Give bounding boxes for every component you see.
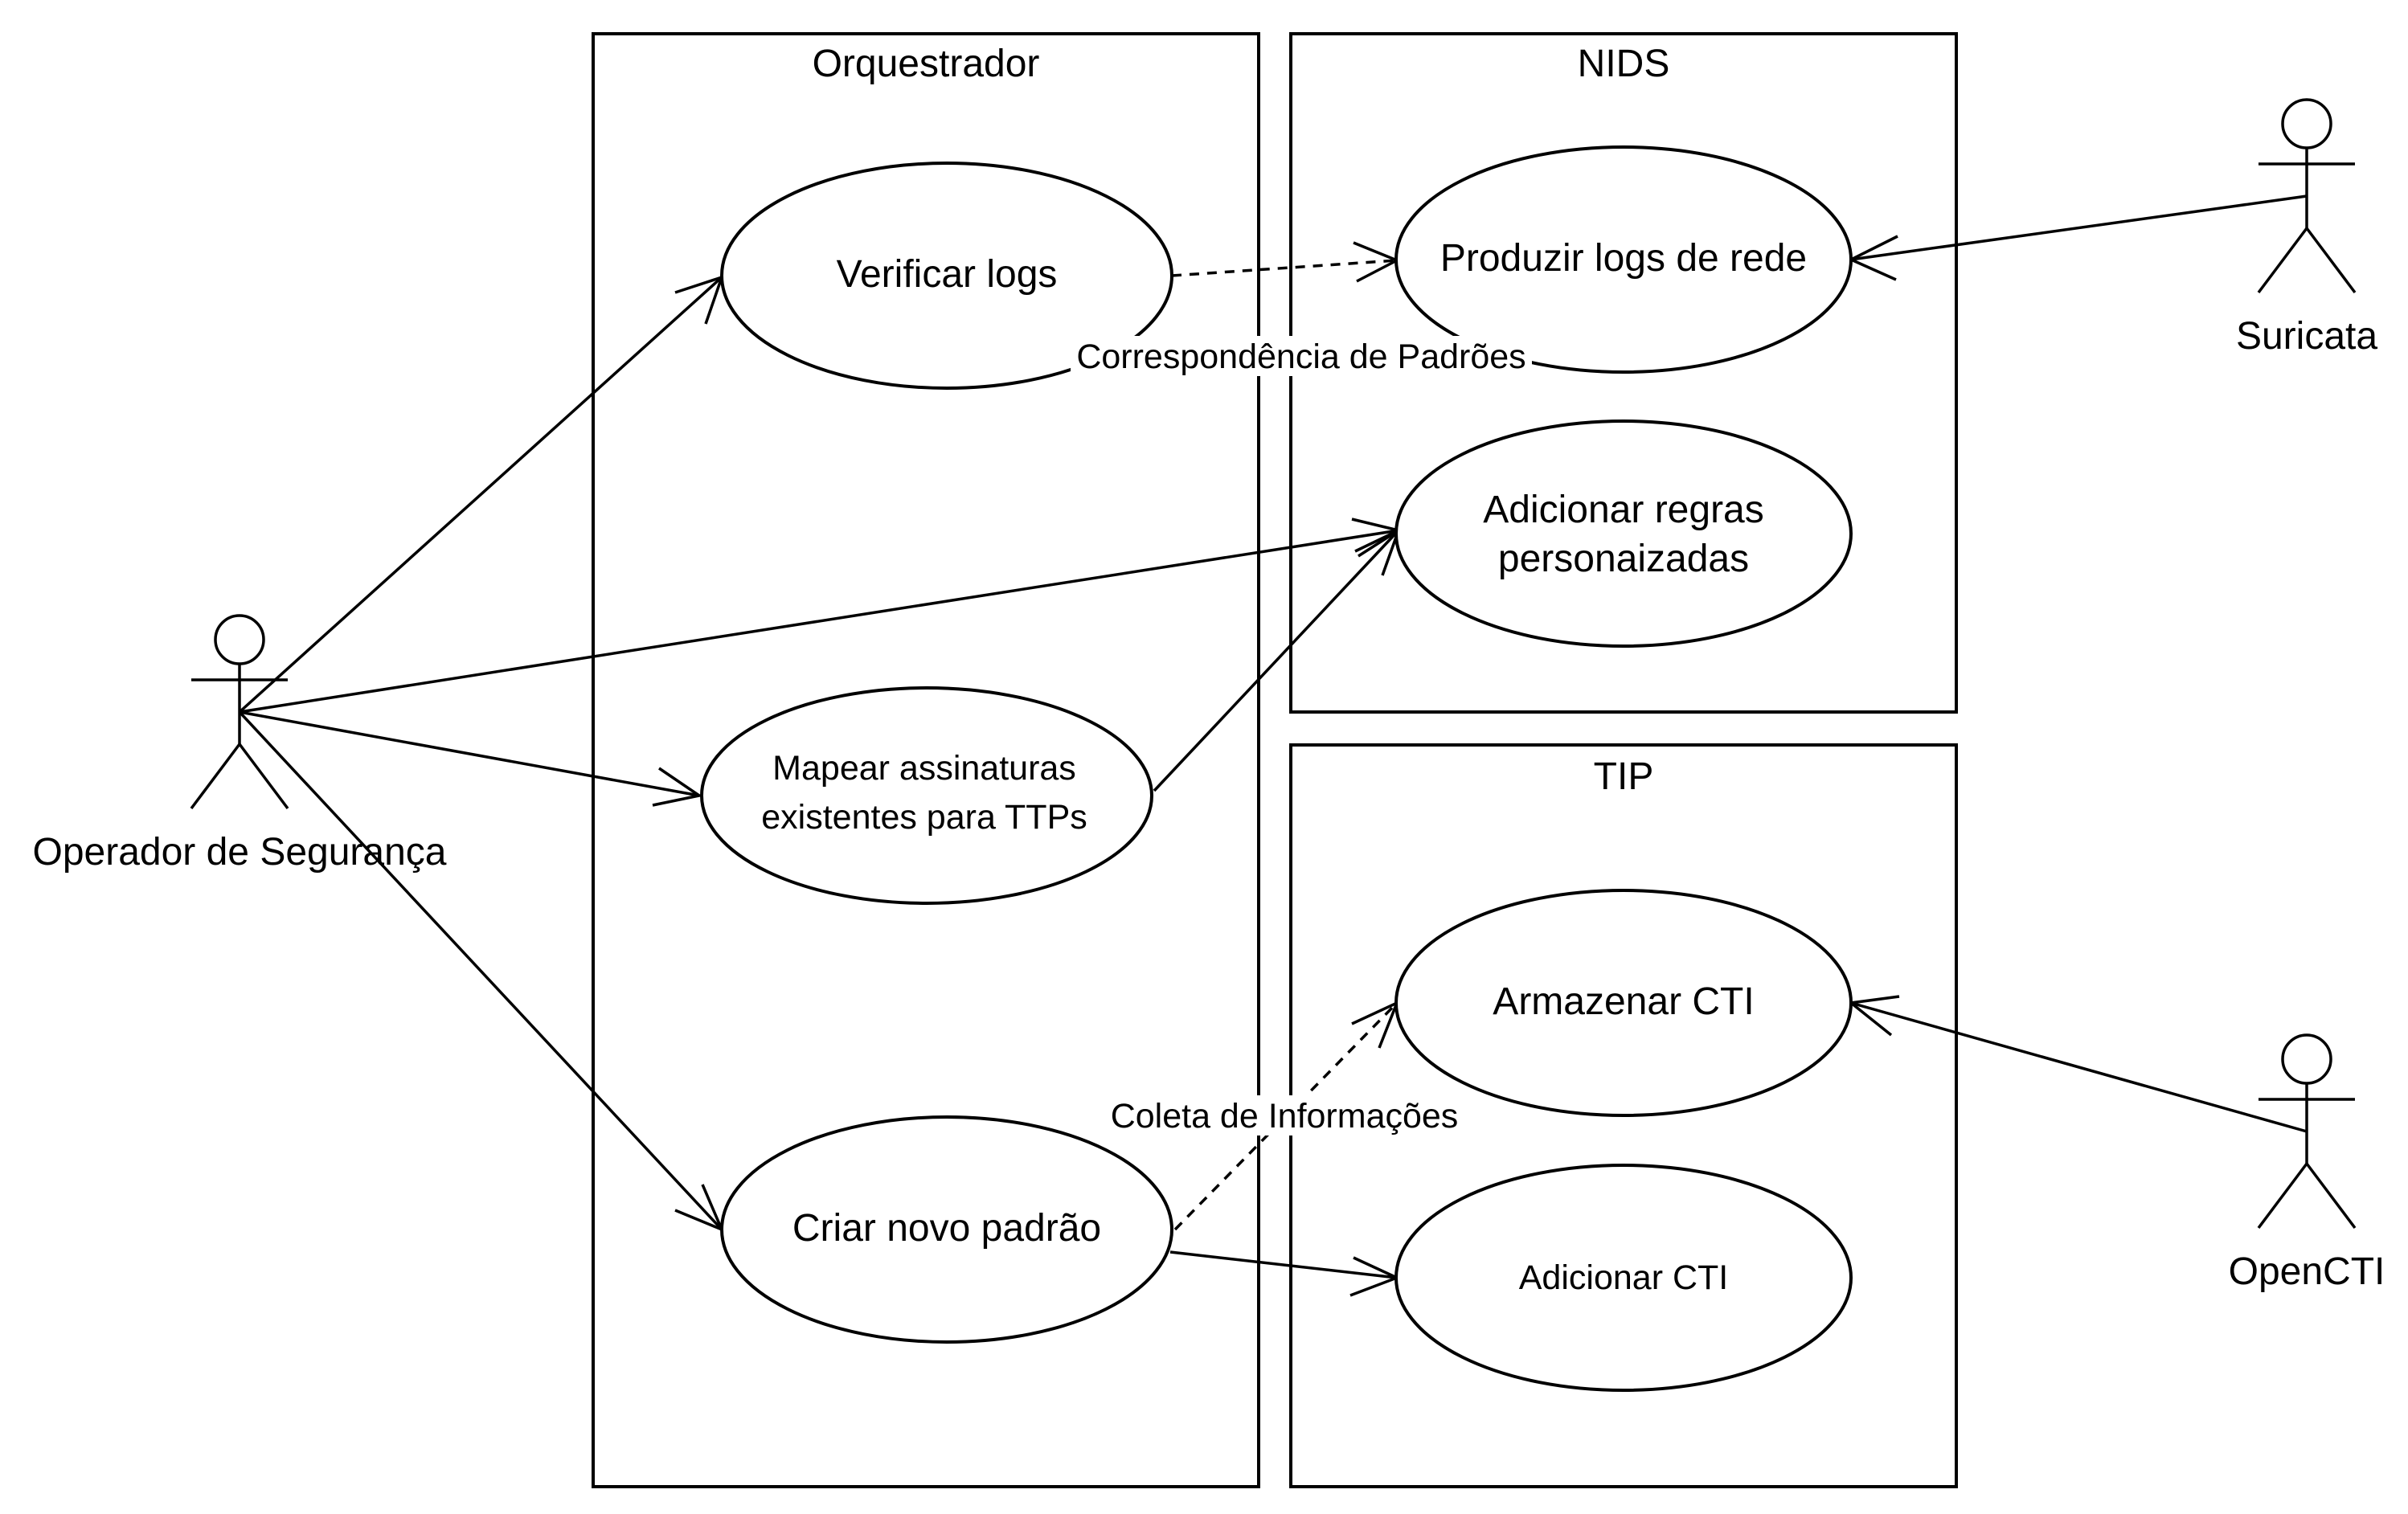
edge-operador-verificar-logs [238,276,723,714]
stick-figure-icon [2257,98,2357,294]
frame-orquestrador-title: Orquestrador [813,43,1040,85]
use-case-criar-novo-padrao: Criar novo padrão [720,1115,1173,1344]
use-case-mapear-assinaturas-line1: Mapear assinaturas [772,749,1076,788]
use-case-adicionar-cti-label: Adicionar CTI [1519,1258,1728,1297]
use-case-adicionar-regras-line2: personaizadas [1498,538,1749,580]
edge-suricata-produzir-logs [1850,194,2308,261]
use-case-verificar-logs-label: Verificar logs [837,253,1058,296]
actor-opencti: OpenCTI [2229,1033,2385,1293]
frame-tip-title: TIP [1594,755,1654,798]
use-case-mapear-assinaturas: Mapear assinaturas existentes para TTPs [700,686,1153,905]
frame-orquestrador: Orquestrador [592,32,1260,1488]
actor-opencti-name: OpenCTI [2229,1250,2385,1293]
edge-label-coleta-text: Coleta de Informações [1111,1097,1459,1136]
use-case-armazenar-cti: Armazenar CTI [1394,889,1853,1117]
stick-figure-icon [190,614,289,810]
edge-label-correspondencia: Correspondência de Padrões [1071,336,1532,376]
actor-suricata: Suricata [2236,98,2377,358]
stick-figure-icon [2257,1033,2357,1230]
use-case-produzir-logs: Produzir logs de rede [1394,145,1853,374]
actor-suricata-name: Suricata [2236,315,2377,358]
use-case-criar-novo-padrao-label: Criar novo padrão [792,1207,1101,1250]
use-case-adicionar-regras-line1: Adicionar regras [1483,489,1764,531]
use-case-adicionar-regras: Adicionar regras personaizadas [1394,419,1853,648]
edge-label-correspondencia-text: Correspondência de Padrões [1076,338,1525,376]
edge-opencti-armazenar-cti [1850,1001,2308,1133]
edge-verificar-produzir-dashed [1171,259,1398,277]
edge-operador-adicionar-regras [239,529,1399,714]
use-case-verificar-logs: Verificar logs [720,162,1173,390]
edge-operador-criar-padrao [238,710,723,1231]
use-case-adicionar-cti: Adicionar CTI [1394,1164,1853,1392]
actor-operador-name: Operador de Segurança [32,831,446,874]
actor-operador: Operador de Segurança [32,614,447,874]
edge-label-coleta: Coleta de Informações [1106,1095,1463,1136]
edge-operador-mapear [239,710,700,797]
edge-mapear-adicionar-regras [1153,529,1400,792]
use-case-armazenar-cti-label: Armazenar CTI [1493,980,1754,1023]
use-case-mapear-assinaturas-line2: existentes para TTPs [761,798,1087,837]
edge-criar-padrao-adicionar-cti [1169,1250,1398,1279]
arrowhead-icon [652,767,703,807]
frame-nids-title: NIDS [1578,43,1670,85]
use-case-produzir-logs-label: Produzir logs de rede [1440,237,1807,280]
